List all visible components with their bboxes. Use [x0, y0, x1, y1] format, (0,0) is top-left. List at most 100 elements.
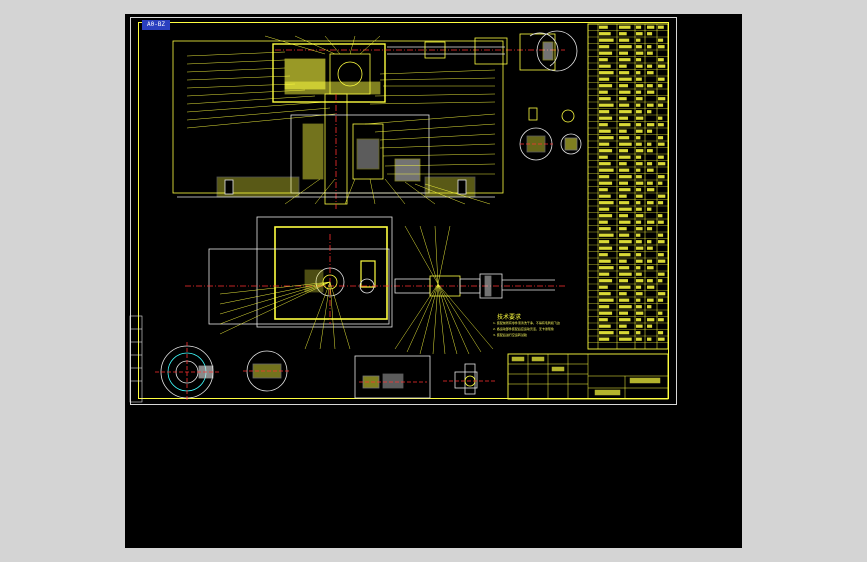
parts-list-cell-text	[619, 318, 631, 322]
parts-list-cell-text	[619, 155, 631, 159]
parts-list-cell-text	[647, 227, 653, 231]
parts-list-cell-text	[636, 155, 642, 159]
parts-list-cell-text	[647, 279, 653, 283]
parts-list-cell-text	[636, 142, 642, 146]
parts-list-cell-text	[647, 51, 653, 55]
parts-list-cell-text	[658, 318, 664, 322]
parts-list-cell-text	[619, 337, 632, 341]
parts-list-cell-text	[647, 285, 655, 289]
parts-list-cell-text	[619, 233, 630, 237]
parts-list-cell-text	[658, 103, 664, 107]
parts-list-cell-text	[599, 279, 613, 283]
parts-list-cell-text	[619, 129, 627, 133]
parts-list-cell-text	[636, 90, 642, 94]
parts-list-cell-text	[647, 240, 652, 244]
parts-list-cell-text	[636, 337, 642, 341]
parts-list-cell-text	[636, 168, 641, 172]
parts-list-cell-text	[619, 227, 627, 231]
cad-drawing	[129, 23, 669, 403]
parts-list-cell-text	[619, 168, 630, 172]
drawing-name-tab[interactable]: A0-BZ	[142, 20, 170, 30]
parts-list-cell-text	[599, 305, 610, 309]
parts-list-cell-text	[658, 279, 663, 283]
parts-list-cell-text	[647, 32, 653, 36]
parts-list-cell-text	[619, 194, 627, 198]
parts-list-cell-text	[619, 32, 627, 36]
parts-list-cell-text	[658, 97, 666, 101]
parts-list-cell-text	[647, 25, 655, 29]
parts-list-cell-text	[599, 188, 608, 192]
parts-list-cell-text	[636, 214, 644, 218]
parts-list-cell-text	[636, 201, 641, 205]
section-view-circle	[155, 342, 291, 402]
parts-list-cell-text	[658, 175, 665, 179]
parts-list-cell-text	[599, 220, 608, 224]
parts-list-cell-text	[658, 123, 664, 127]
top-view	[185, 216, 565, 328]
parts-list-cell-text	[658, 45, 665, 49]
parts-list-cell-text	[658, 142, 665, 146]
parts-list-cell-text	[599, 84, 613, 88]
parts-list-cell-text	[647, 162, 653, 166]
parts-list-cell-text	[619, 311, 628, 315]
parts-list-cell-text	[599, 311, 613, 315]
parts-list-cell-text	[636, 311, 644, 315]
parts-list-cell-text	[619, 266, 630, 270]
parts-list-cell-text	[599, 337, 610, 341]
parts-list-cell-text	[636, 123, 642, 127]
parts-list-cell-text	[647, 266, 654, 270]
parts-list-cell-text	[599, 129, 611, 133]
parts-list-cell-text	[647, 45, 652, 49]
parts-list-cell-text	[599, 227, 611, 231]
parts-list-cell-text	[647, 149, 653, 153]
parts-list-cell-text	[619, 51, 628, 55]
parts-list-cell-text	[658, 214, 663, 218]
parts-list-cell-text	[619, 324, 627, 328]
parts-list-cell-text	[619, 175, 632, 179]
parts-list-cell-text	[619, 149, 628, 153]
parts-list-cell-text	[647, 220, 655, 224]
parts-list-cell-text	[599, 45, 610, 49]
parts-list-cell-text	[619, 272, 632, 276]
parts-list-cell-text	[599, 240, 610, 244]
parts-list-cell-text	[636, 77, 642, 81]
parts-list-cell-text	[599, 90, 608, 94]
parts-list-cell-text	[636, 51, 644, 55]
parts-list-cell-text	[636, 292, 643, 296]
parts-list-cell-text	[658, 155, 664, 159]
parts-list-cell-text	[619, 305, 632, 309]
parts-list-cell-text	[599, 324, 611, 328]
parts-list-cell-text	[636, 246, 644, 250]
front-view	[172, 30, 578, 209]
parts-list-cell-text	[647, 201, 654, 205]
parts-list-cell-text	[619, 162, 627, 166]
parts-list-cell-text	[636, 58, 642, 62]
parts-list-cell-text	[636, 253, 642, 257]
parts-list-cell-text	[636, 227, 643, 231]
parts-list-cell-text	[636, 318, 642, 322]
parts-list-cell-text	[619, 136, 630, 140]
parts-list-cell-text	[599, 207, 610, 211]
parts-list-cell-text	[599, 64, 611, 68]
parts-list-cell-text	[636, 129, 643, 133]
parts-list-cell-text	[636, 240, 642, 244]
parts-list-cell-text	[658, 84, 663, 88]
parts-list-cell-text	[599, 162, 611, 166]
sheet-outer-border	[130, 17, 677, 405]
parts-list-cell-text	[599, 110, 610, 114]
drawing-canvas[interactable]: A0-BZ	[125, 14, 742, 548]
parts-list-cells	[599, 25, 666, 341]
parts-list-cell-text	[599, 25, 608, 29]
parts-list-cell-text	[658, 220, 664, 224]
parts-list-cell-text	[619, 45, 632, 49]
parts-list-cell-text	[647, 305, 652, 309]
parts-list-rows	[588, 30, 668, 343]
parts-list-cell-text	[636, 110, 642, 114]
parts-list-cell-text	[599, 103, 614, 107]
parts-list-cell-text	[619, 142, 632, 146]
parts-list-cell-text	[599, 142, 610, 146]
parts-list-cell-text	[599, 155, 608, 159]
parts-list-cell-text	[636, 32, 643, 36]
parts-list-cell-text	[599, 168, 614, 172]
